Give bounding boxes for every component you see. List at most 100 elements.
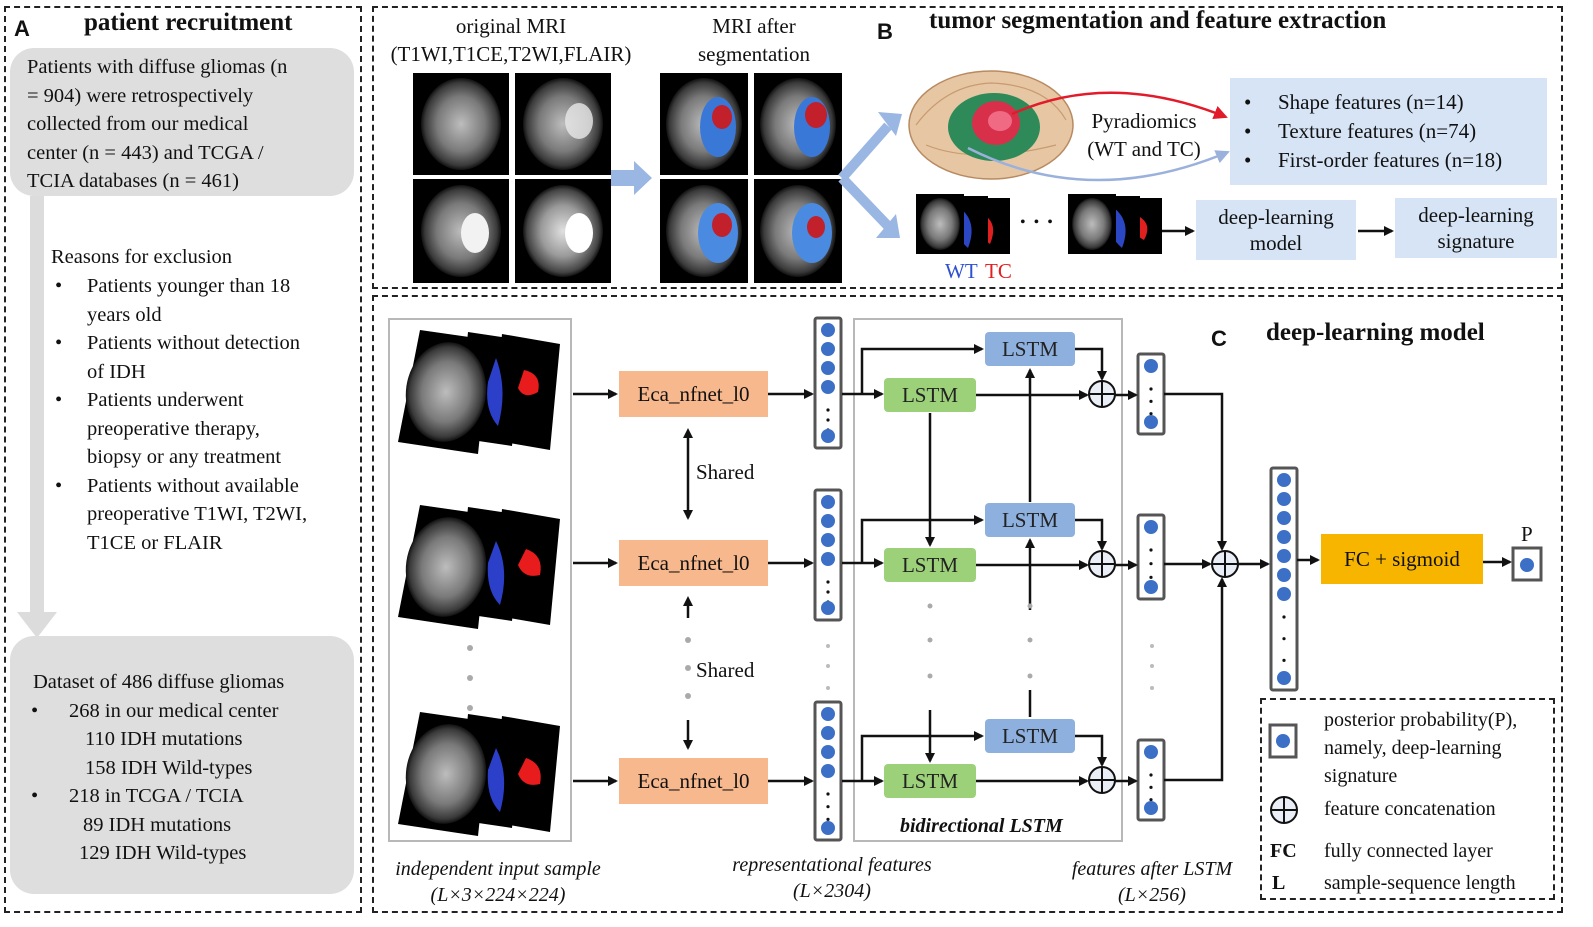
lstm-backward-3: LSTM: [985, 719, 1075, 753]
repr-vector: [813, 488, 843, 622]
merge-wire: [1164, 577, 1227, 782]
gap-dot: [927, 637, 933, 643]
segmented-mri-grid: [660, 73, 842, 283]
panel-a-letter: A: [14, 16, 30, 41]
shared-label-1: Shared: [696, 460, 755, 484]
dataset-title: Dataset of 486 diffuse gliomas: [33, 671, 285, 693]
gap-dot: [826, 686, 830, 690]
feature-item: First-order features (n=18): [1240, 146, 1502, 175]
slice-stack-2: [1068, 194, 1162, 254]
gap-dot: [1027, 637, 1033, 643]
lstm-backward-2: LSTM: [985, 503, 1075, 537]
merge-wire: [1164, 392, 1227, 551]
input-sample-frame: [388, 318, 572, 842]
pyradiomics-blue-arrow: [967, 146, 1230, 182]
branch-arrow-down: [838, 174, 892, 230]
seg-arrow: [611, 161, 652, 195]
feature-item: Texture features (n=74): [1240, 117, 1502, 146]
legend-fc-text: fully connected layer: [1324, 840, 1493, 862]
lstm-forward-2: LSTM: [884, 548, 976, 582]
p-label: P: [1521, 522, 1533, 546]
gap-dot: [826, 664, 830, 668]
seg-mri-label: MRI after segmentation: [698, 14, 810, 66]
panel-b-title: tumor segmentation and feature extractio…: [929, 7, 1387, 34]
input-slice-stack-3: [398, 712, 560, 836]
wire-to-backward: [860, 344, 984, 394]
dataset-box: [10, 636, 354, 894]
concat-node: [1088, 380, 1116, 408]
caption-representational: representational features(L×2304): [732, 854, 932, 902]
legend-vector-node: [1276, 734, 1290, 748]
wire-to-backward: [860, 515, 984, 563]
concat-node: [1088, 550, 1116, 578]
panel-a: [4, 6, 362, 913]
caption-after-lstm: features after LSTM(L×256): [1071, 858, 1233, 906]
lstm-out-vector: [1136, 513, 1166, 601]
legend-post-text: posterior probability(P),namely, deep-le…: [1324, 709, 1518, 787]
eca-block-3: Eca_nfnet_l0: [619, 758, 768, 804]
concat-node: [1088, 766, 1116, 794]
legend-l-text: sample-sequence length: [1324, 872, 1516, 894]
panel-b-letter: B: [877, 19, 893, 44]
eca-block-2: Eca_nfnet_l0: [619, 540, 768, 586]
legend-box: [1260, 698, 1555, 900]
concat-vector: [1269, 466, 1299, 692]
flow-bar: [30, 196, 44, 614]
repr-vector: [813, 316, 843, 450]
input-slice-stack-2: [398, 505, 560, 629]
lstm-out-vector: [1136, 352, 1166, 436]
legend-l-key: L: [1272, 872, 1286, 894]
tc-label: TC: [985, 259, 1012, 283]
fc-sigmoid-block: FC + sigmoid: [1321, 534, 1483, 584]
feature-item: Shape features (n=14): [1240, 88, 1502, 117]
wire-backward-out: [1075, 734, 1107, 767]
bilstm-label: bidirectional LSTM: [900, 815, 1063, 837]
wt-label: WT: [945, 259, 978, 283]
exclusion-title: Reasons for exclusion: [51, 246, 233, 268]
panel-c-letter: C: [1211, 326, 1227, 351]
lstm-forward-1: LSTM: [884, 378, 976, 412]
pyradiomics-label: Pyradiomics (WT and TC): [1087, 109, 1201, 161]
caption-input: independent input sample(L×3×224×224): [395, 858, 601, 906]
input-slice-stack-1: [398, 330, 560, 454]
intro-text: Patients with diffuse gliomas (n = 904) …: [27, 56, 288, 192]
legend-fc-key: FC: [1270, 840, 1297, 862]
legend-concat-text: feature concatenation: [1324, 798, 1496, 820]
eca-block-1: Eca_nfnet_l0: [619, 371, 768, 417]
slice-ellipsis: • • •: [1020, 214, 1055, 231]
intro-box: [10, 48, 354, 196]
lstm-out-vector: [1136, 738, 1166, 822]
brain-3d-render: [908, 70, 1074, 180]
panel-a-title: patient recruitment: [84, 9, 293, 36]
wire-backward-out: [1075, 518, 1107, 551]
orig-mri-label: original MRI (T1WI,T1CE,T2WI,FLAIR): [390, 14, 632, 66]
gap-dot: [1027, 673, 1033, 679]
radiomics-features-list: Shape features (n=14) Texture features (…: [1240, 88, 1502, 175]
slice-stack-1: [916, 194, 1010, 254]
gap-dot: [1150, 664, 1154, 668]
wire-backward-out: [1075, 347, 1107, 381]
lstm-forward-3: LSTM: [884, 764, 976, 798]
original-mri-grid: [413, 73, 611, 283]
gap-dot: [1150, 644, 1154, 648]
gap-dot: [927, 603, 933, 609]
panel-c: [372, 295, 1563, 913]
p-output-node: [1520, 558, 1534, 572]
gap-dot: [826, 644, 830, 648]
gap-dot: [1027, 603, 1033, 609]
lstm-backward-1: LSTM: [985, 332, 1075, 366]
branch-arrow-up: [838, 122, 892, 182]
pyradiomics-red-arrow: [1011, 91, 1228, 119]
concat-node: [1211, 550, 1239, 578]
bilstm-frame: [853, 318, 1123, 842]
repr-vector: [813, 700, 843, 842]
wire-to-backward: [860, 731, 984, 781]
dataset-text: Dataset of 486 diffuse gliomas •268 in o…: [31, 668, 351, 868]
